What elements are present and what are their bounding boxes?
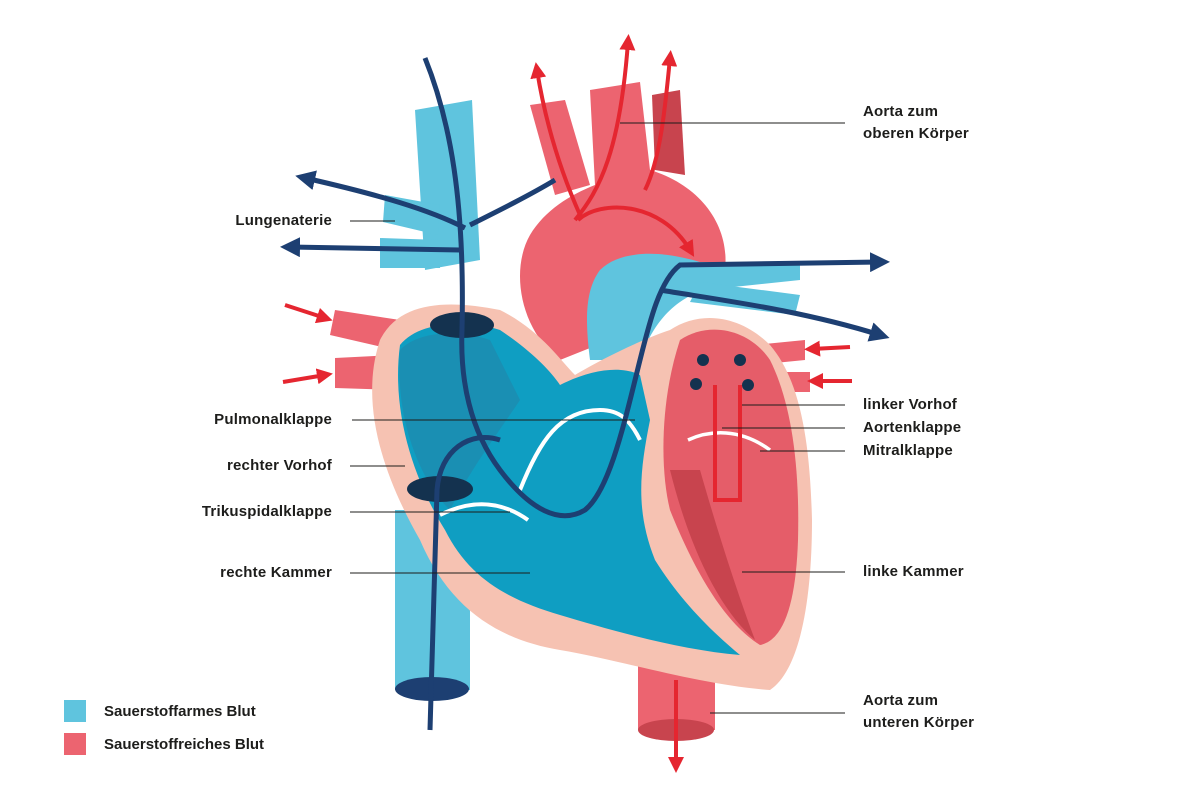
label-trikuspidalklappe: Trikuspidalklappe bbox=[201, 503, 332, 520]
left-heart-chamber bbox=[663, 329, 799, 645]
tricuspid-valve bbox=[439, 502, 530, 522]
ivc-inner-opening bbox=[407, 476, 473, 502]
legend-swatch-deoxygenated bbox=[64, 700, 86, 722]
flow-blue-branch-left-upper bbox=[295, 170, 467, 231]
aorta-branch-left bbox=[530, 100, 590, 195]
flow-red-aorta-left bbox=[530, 62, 582, 216]
pv-opening-1 bbox=[697, 354, 709, 366]
legend-label-oxygenated: Sauerstoffreiches Blut bbox=[104, 735, 265, 753]
flow-red-aorta-right bbox=[643, 50, 678, 191]
label-linke-kammer: linke Kammer bbox=[863, 563, 964, 580]
label-lungenarterie: Lungenaterie bbox=[235, 212, 332, 229]
pulmonary-valve bbox=[518, 407, 642, 491]
pv-opening-3 bbox=[690, 378, 702, 390]
legend-item-deoxygenated: Sauerstoffarmes Blut bbox=[64, 700, 256, 722]
label-aortenklappe: Aortenklappe bbox=[863, 419, 962, 436]
flow-red-in-right-upper bbox=[804, 340, 851, 357]
flow-red-in-left-lower bbox=[282, 368, 333, 385]
legend-label-deoxygenated: Sauerstoffarmes Blut bbox=[104, 702, 256, 720]
label-aorta-oben-line1: Aorta zum bbox=[863, 103, 939, 120]
flow-red-arch bbox=[576, 205, 695, 257]
flow-red-lv bbox=[713, 385, 742, 502]
label-aorta-oben: Aorta zum oberen Körper bbox=[863, 101, 969, 145]
flow-blue-branch-left-lower bbox=[280, 237, 461, 258]
flow-blue-ivc bbox=[427, 434, 501, 731]
leader-lines bbox=[350, 122, 845, 714]
aortic-mitral-valve bbox=[687, 431, 772, 452]
flow-red-in-left-upper bbox=[284, 303, 333, 324]
label-aorta-unten-line1: Aorta zum bbox=[863, 692, 939, 709]
legend-item-oxygenated: Sauerstoffreiches Blut bbox=[64, 733, 264, 755]
label-mitralklappe: Mitralklappe bbox=[863, 442, 953, 459]
label-rechte-kammer: rechte Kammer bbox=[220, 564, 332, 581]
pulmonary-trunk bbox=[587, 253, 800, 360]
label-pulmonalklappe: Pulmonalklappe bbox=[214, 411, 332, 428]
flow-blue-to-pa bbox=[468, 177, 557, 228]
label-linker-vorhof: linker Vorhof bbox=[863, 396, 957, 413]
pv-opening-4 bbox=[742, 379, 754, 391]
aorta-branch-right bbox=[652, 90, 685, 175]
legend-swatch-oxygenated bbox=[64, 733, 86, 755]
flow-blue-svc bbox=[422, 57, 890, 519]
label-rechter-vorhof: rechter Vorhof bbox=[226, 457, 332, 474]
left-ventricle-shade bbox=[670, 470, 755, 640]
flow-blue-branch-right bbox=[659, 287, 890, 342]
label-aorta-unten: Aorta zum unteren Körper bbox=[863, 690, 974, 734]
label-aorta-oben-line2: oberen Körper bbox=[863, 125, 969, 142]
aorta-arch bbox=[520, 82, 726, 360]
right-atrium-inner bbox=[399, 333, 520, 510]
pulmonary-artery-left-upper bbox=[383, 195, 440, 235]
flow-red-aorta-up bbox=[573, 34, 636, 222]
label-aorta-unten-line2: unteren Körper bbox=[863, 714, 975, 731]
pulmonary-artery-left-lower bbox=[380, 238, 440, 268]
pv-opening-2 bbox=[734, 354, 746, 366]
